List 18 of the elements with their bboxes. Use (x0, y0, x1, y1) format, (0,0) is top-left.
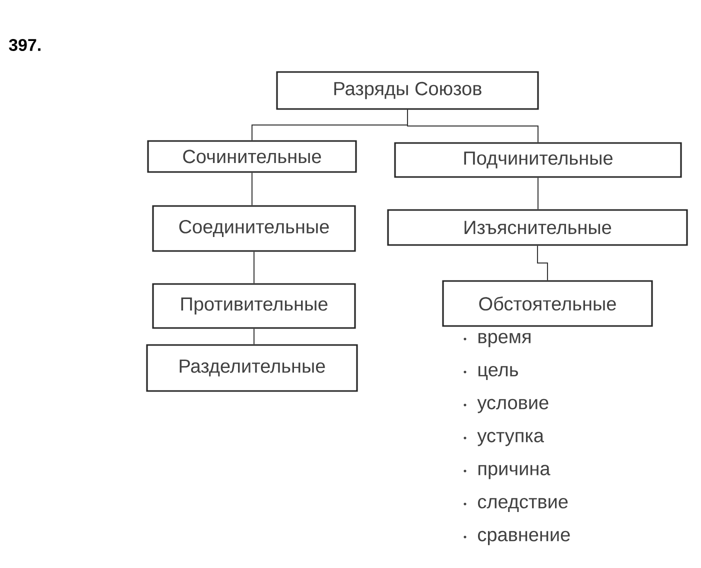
category-box: Обстоятельные (442, 280, 653, 327)
list-item: сравнение (478, 530, 570, 546)
connector-line (407, 109, 538, 143)
list-item: следствие (478, 498, 568, 512)
list-item: цель (478, 366, 518, 380)
category-box: Сочинительные (147, 140, 357, 173)
list-item: уступка (477, 432, 544, 446)
list-item: причина (478, 464, 550, 480)
list-item: условие (477, 398, 548, 414)
category-box: Разделительные (146, 344, 358, 392)
list-item: время (478, 332, 530, 348)
exercise-number: 397. (8, 38, 40, 52)
category-box: Изъяснительные (387, 209, 688, 246)
category-box: Соединительные (152, 205, 356, 252)
category-box: Противительные (152, 283, 356, 329)
category-box: Разряды Союзов (276, 71, 539, 110)
category-box: Подчинительные (394, 142, 682, 178)
connector-line (537, 245, 548, 281)
